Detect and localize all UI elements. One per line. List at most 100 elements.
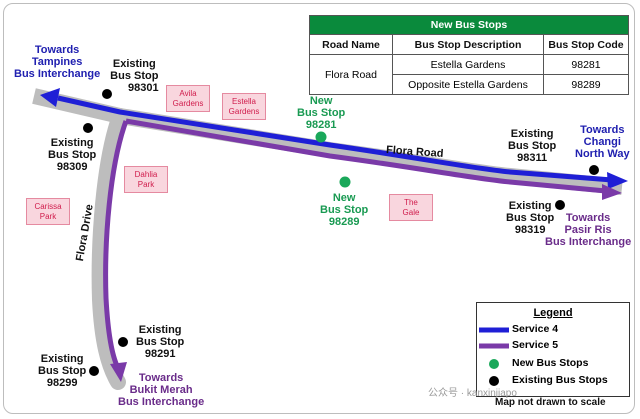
service-4-arrow-east	[607, 172, 628, 189]
legend-swatch-service-4	[479, 327, 509, 333]
legend-label-service-4: Service 4	[512, 323, 559, 335]
scale-note: Map not drawn to scale	[495, 397, 606, 408]
service-5-route-drive	[103, 120, 129, 370]
stop-line: Bus Stop	[48, 149, 97, 161]
service-4-arrow-west	[40, 88, 60, 107]
existing-stop-marker-98291	[118, 337, 128, 347]
existing-stop-marker-98309	[83, 123, 93, 133]
flora-drive-bed	[91, 108, 128, 390]
watermark: 公众号 · kanxinjiapo	[428, 388, 517, 399]
table-header-description: Bus Stop Description	[392, 34, 544, 55]
existing-stop-marker-98301	[102, 89, 112, 99]
place-line: Dahlia	[134, 169, 158, 179]
legend-title: Legend	[533, 307, 573, 319]
new-stop-label-98289: New Bus Stop 98289	[320, 192, 368, 228]
service-5-arrow-east	[602, 184, 622, 200]
stop-code: 98299	[46, 377, 78, 389]
stop-line: New	[332, 192, 356, 204]
stop-code: 98311	[517, 152, 548, 164]
direction-line: North Way	[575, 148, 630, 160]
place-line: Avila	[179, 88, 197, 98]
stop-code: 98319	[514, 224, 546, 236]
direction-bukit-merah: Towards Bukit Merah Bus Interchange	[118, 372, 204, 408]
stop-line: Bus Stop	[320, 204, 369, 216]
stop-line: Bus Stop	[136, 336, 185, 348]
stop-line: Existing	[50, 137, 94, 149]
direction-line: Bus Interchange	[14, 68, 101, 80]
service-4-route	[57, 95, 613, 183]
new-stop-marker-98281	[315, 131, 327, 143]
stop-code: 98301	[128, 82, 159, 94]
existing-stop-label-98319: Existing Bus Stop 98319	[506, 200, 554, 236]
stop-code: 98309	[56, 161, 88, 173]
stop-line: Existing	[510, 128, 554, 140]
legend-swatch-existing-stops	[489, 376, 499, 386]
stop-line: Bus Stop	[38, 365, 87, 377]
direction-line: Bus Interchange	[118, 396, 205, 408]
legend: Legend Service 4 Service 5 New Bus Stops…	[476, 302, 630, 397]
stop-line: Bus Stop	[508, 140, 557, 152]
existing-stop-label-98299: Existing Bus Stop 98299	[38, 353, 86, 389]
direction-line: Towards	[138, 372, 184, 384]
service-5-arrow-south	[110, 362, 127, 382]
stop-line: Bus Stop	[110, 70, 159, 82]
table-header-code: Bus Stop Code	[543, 34, 629, 55]
table-cell-code: 98281	[543, 54, 629, 75]
new-bus-stops-table: New Bus Stops Road Name Bus Stop Descrip…	[309, 15, 629, 95]
place-line: Park	[39, 211, 57, 221]
place-line: The	[404, 197, 418, 207]
stop-line: Existing	[508, 200, 552, 212]
legend-row-service-5: Service 5	[477, 339, 629, 353]
existing-stop-marker-98319	[555, 200, 565, 210]
stop-line: Existing	[112, 58, 156, 70]
place-line: Gale	[402, 207, 420, 217]
legend-label-service-5: Service 5	[512, 339, 559, 351]
direction-pasir-ris: Towards Pasir Ris Bus Interchange	[545, 212, 631, 248]
new-stop-marker-98289	[339, 176, 351, 188]
direction-line: Towards	[565, 212, 611, 224]
legend-swatch-new-stops	[489, 359, 499, 369]
direction-line: Towards	[34, 44, 80, 56]
map-frame	[3, 3, 635, 414]
table-row: Opposite Estella Gardens 98289	[310, 74, 629, 95]
stop-code: 98289	[328, 216, 360, 228]
legend-label-existing-stops: Existing Bus Stops	[512, 374, 608, 386]
table-cell-description: Opposite Estella Gardens	[392, 74, 544, 95]
stop-line: Bus Stop	[297, 107, 346, 119]
place-line: Estella	[231, 96, 256, 106]
existing-stop-marker-98299	[89, 366, 99, 376]
legend-swatch-service-5	[479, 343, 509, 349]
flora-road-bed	[32, 88, 623, 195]
place-line: Carissa	[34, 201, 62, 211]
existing-stop-label-98311: Existing Bus Stop 98311	[508, 128, 556, 164]
place-line: Gardens	[172, 98, 204, 108]
legend-label-new-stops: New Bus Stops	[512, 357, 589, 369]
stop-line: New	[309, 95, 333, 107]
table-cell-road-name: Flora Road	[309, 54, 393, 95]
table-caption: New Bus Stops	[309, 15, 629, 35]
direction-line: Changi	[583, 136, 621, 148]
direction-line: Pasir Ris	[564, 224, 612, 236]
existing-stop-label-98291: Existing Bus Stop 98291	[136, 324, 184, 360]
place-line: Gardens	[228, 106, 260, 116]
legend-row-new-stops: New Bus Stops	[477, 357, 629, 371]
existing-stop-label-98309: Existing Bus Stop 98309	[48, 137, 96, 173]
stop-code: 98291	[144, 348, 176, 360]
stop-line: Bus Stop	[506, 212, 555, 224]
legend-row-service-4: Service 4	[477, 323, 629, 337]
table-row: Flora Road Estella Gardens 98281	[309, 54, 629, 95]
legend-row-existing-stops: Existing Bus Stops	[477, 374, 629, 388]
direction-tampines: Towards Tampines Bus Interchange	[14, 44, 100, 80]
stop-line: Existing	[40, 353, 84, 365]
new-stop-label-98281: New Bus Stop 98281	[297, 95, 345, 131]
existing-stop-marker-98311	[589, 165, 599, 175]
table-cell-code: 98289	[543, 74, 629, 95]
place-line: Park	[137, 179, 155, 189]
stop-code: 98281	[305, 119, 337, 131]
